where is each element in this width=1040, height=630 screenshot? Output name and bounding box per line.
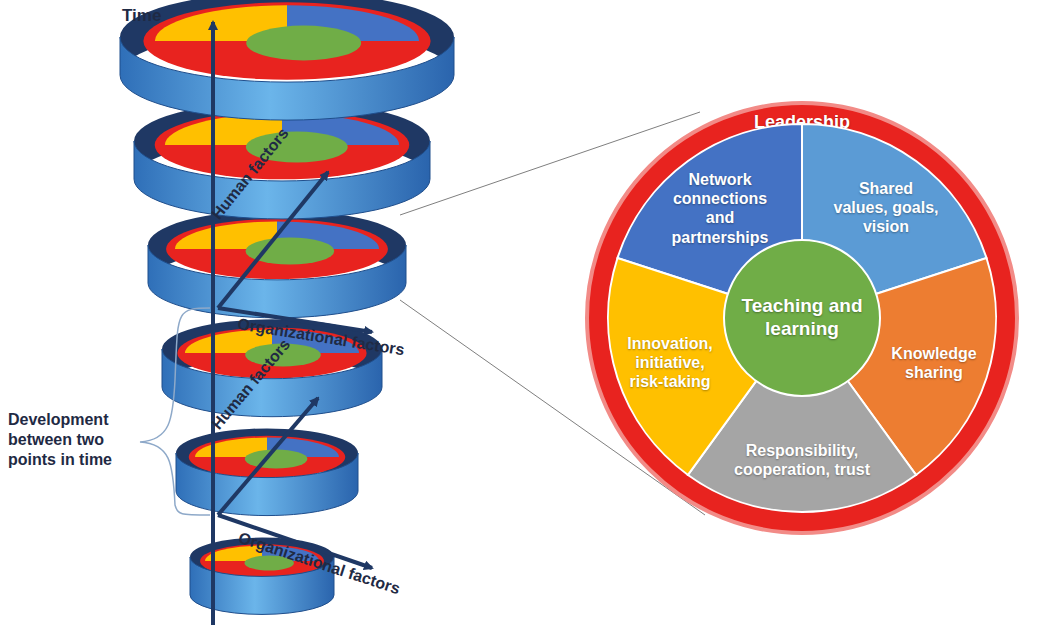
center-circle: Teaching and learning: [722, 238, 882, 398]
segment-label: Network connections and partnerships: [664, 170, 776, 247]
bracket: [140, 308, 210, 515]
segment-label: Knowledge sharing: [884, 344, 984, 382]
spiral-front: [120, 37, 454, 120]
bracket-label: Development between two points in time: [8, 410, 134, 470]
spiral-turn: [176, 428, 358, 515]
time-axis: [211, 22, 215, 625]
spiral-turn: [120, 0, 454, 120]
mini-center: [246, 26, 361, 61]
axis-title: Time: [122, 6, 161, 26]
leadership-ring: LeadershipNetwork connections and partne…: [584, 100, 1020, 536]
segment-label: Responsibility, cooperation, trust: [732, 441, 872, 479]
mini-ring: [166, 219, 388, 279]
spiral-front: [148, 245, 406, 318]
segment-label: Innovation, initiative, risk-taking: [620, 334, 720, 392]
mini-ring: [143, 2, 430, 80]
ring-heading: Leadership: [754, 112, 850, 134]
spiral-front: [134, 141, 430, 219]
spiral-turn: [148, 210, 406, 318]
spiral-front: [176, 453, 358, 516]
center-label: Teaching and learning: [737, 295, 867, 341]
mini-center: [245, 449, 308, 468]
segment-label: Shared values, goals, vision: [830, 179, 942, 237]
